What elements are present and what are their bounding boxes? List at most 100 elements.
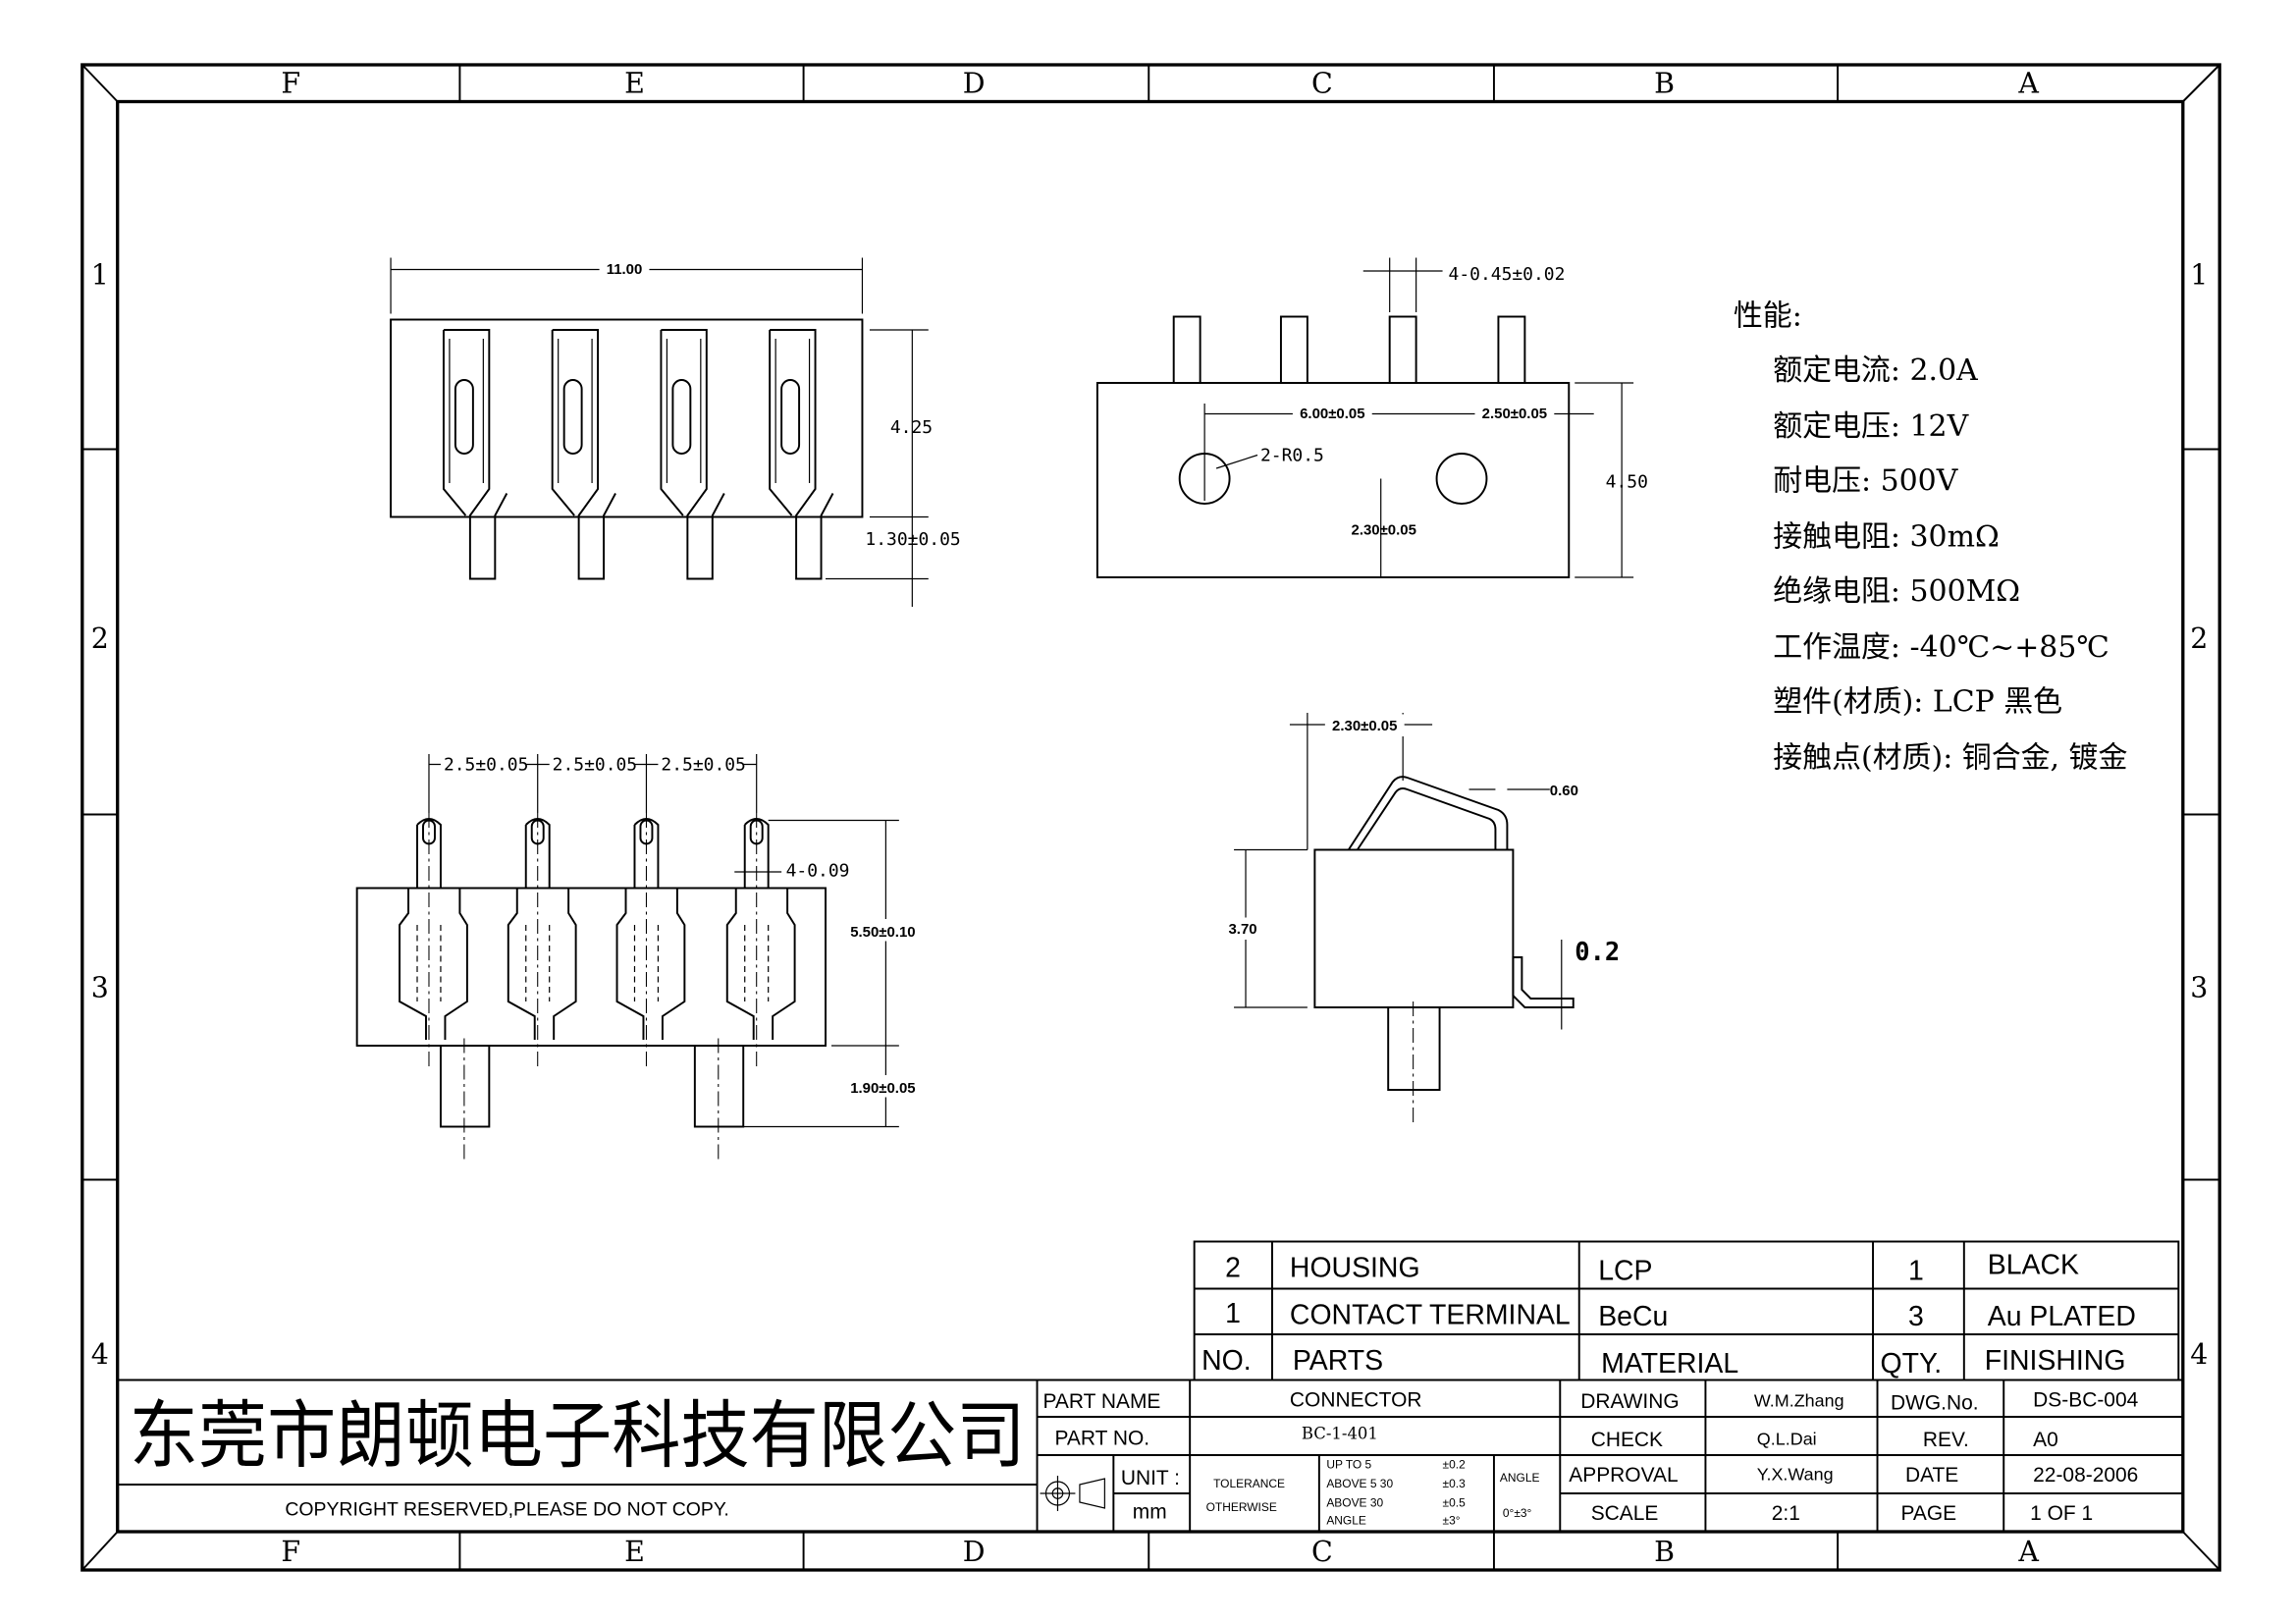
part-name-value: CONNECTOR xyxy=(1290,1388,1422,1411)
part-no-label: PART NO. xyxy=(1054,1427,1149,1449)
approval-label: APPROVAL xyxy=(1569,1464,1678,1487)
dwg-no-label: DWG.No. xyxy=(1891,1391,1979,1414)
bom-row-2-no: 1 xyxy=(1225,1298,1241,1329)
section-plunger xyxy=(399,813,468,1068)
bom-header-material: MATERIAL xyxy=(1601,1348,1738,1380)
otherwise-label: OTHERWISE xyxy=(1206,1500,1277,1514)
bom-header-parts: PARTS xyxy=(1293,1345,1383,1377)
pitch-label-2: 2.5±0.05 xyxy=(553,754,637,775)
side-view: 2.30±0.05 0.60 3.70 0.2 xyxy=(1225,713,1620,1127)
title-block: 东莞市朗顿电子科技有限公司 COPYRIGHT RESERVED,PLEASE … xyxy=(117,1379,2183,1532)
spec-contact-material: 接触点(材质): 铜合金, 镀金 xyxy=(1773,740,2127,775)
side-top-dim-label: 2.30±0.05 xyxy=(1332,718,1397,734)
zone-col-f-top: F xyxy=(281,67,300,99)
zone-col-a-top: A xyxy=(2017,67,2039,99)
side-height-label: 3.70 xyxy=(1228,921,1256,938)
spec-housing-material: 塑件(材质): LCP 黑色 xyxy=(1773,684,2062,719)
page-label: PAGE xyxy=(1900,1502,1956,1525)
spec-contact-resistance: 接触电阻: 30mΩ xyxy=(1773,519,2000,554)
zone-col-b-top: B xyxy=(1654,67,1675,99)
drawing-by: W.M.Zhang xyxy=(1754,1390,1844,1410)
part-no-value: BC-1-401 xyxy=(1302,1424,1378,1442)
tol-up-to-5: UP TO 5 xyxy=(1326,1457,1371,1471)
zone-row-4-right: 4 xyxy=(2190,1338,2208,1371)
rev-label: REV. xyxy=(1923,1429,1969,1451)
company-name: 东莞市朗顿电子科技有限公司 xyxy=(130,1392,1026,1479)
zone-row-3-left: 3 xyxy=(91,971,109,1003)
zone-row-1-left: 1 xyxy=(91,258,109,291)
bom-row-2-part: CONTACT TERMINAL xyxy=(1290,1299,1571,1330)
date-value: 22-08-2006 xyxy=(2033,1464,2138,1487)
tol-angle: ANGLE xyxy=(1326,1513,1366,1527)
bom-row-1-material: LCP xyxy=(1598,1255,1652,1286)
zone-col-a-bottom: A xyxy=(2017,1536,2039,1568)
tol-above-30-value: ±0.5 xyxy=(1443,1495,1467,1509)
drawing-label: DRAWING xyxy=(1580,1390,1679,1413)
spec-withstand-voltage: 耐电压: 500V xyxy=(1773,463,1958,498)
front-contact xyxy=(660,329,725,580)
bom-row-1-part: HOUSING xyxy=(1290,1252,1420,1283)
hole-radius-label: 2-R0.5 xyxy=(1260,445,1324,465)
tol-above-5-value: ±0.3 xyxy=(1443,1477,1467,1490)
approval-by: Y.X.Wang xyxy=(1757,1464,1834,1484)
hole-offset-label: 2.50±0.05 xyxy=(1482,406,1547,422)
zone-row-3-right: 3 xyxy=(2190,971,2208,1003)
front-contact xyxy=(442,329,508,580)
zone-row-2-left: 2 xyxy=(91,622,109,655)
bottom-view: 4-0.45±0.02 6.00±0.05 2.50±0.05 2-R0.5 2… xyxy=(1095,257,1648,578)
zone-col-d-top: D xyxy=(963,67,986,99)
projection-symbol-icon xyxy=(1040,1476,1105,1511)
hole-span-label: 6.00±0.05 xyxy=(1300,406,1364,422)
tol-above-5: ABOVE 5 30 xyxy=(1326,1477,1393,1490)
spec-title: 性能: xyxy=(1734,298,1802,333)
plunger-width-label: 4-0.09 xyxy=(786,860,850,881)
zone-row-4-left: 4 xyxy=(91,1338,109,1371)
scale-value: 2:1 xyxy=(1772,1502,1800,1525)
section-plunger xyxy=(507,813,577,1068)
bom-table: 2 HOUSING LCP 1 BLACK 1 CONTACT TERMINAL… xyxy=(1193,1240,2180,1381)
copyright-notice: COPYRIGHT RESERVED,PLEASE DO NOT COPY. xyxy=(285,1498,728,1520)
pin-width-label: 4-0.45±0.02 xyxy=(1449,264,1566,285)
zone-col-e-bottom: E xyxy=(624,1536,645,1568)
specifications: 性能: 额定电流: 2.0A 额定电压: 12V 耐电压: 500V 接触电阻:… xyxy=(1734,298,2128,775)
zone-col-c-bottom: C xyxy=(1311,1536,1333,1568)
unit-value: mm xyxy=(1133,1500,1167,1523)
front-contact xyxy=(769,329,834,580)
zone-col-d-bottom: D xyxy=(963,1536,986,1568)
page-value: 1 OF 1 xyxy=(2030,1502,2093,1525)
tol-up-to-5-value: ±0.2 xyxy=(1443,1457,1467,1471)
bom-header-no: NO. xyxy=(1201,1345,1252,1377)
rev-value: A0 xyxy=(2033,1429,2058,1451)
date-label: DATE xyxy=(1905,1464,1958,1487)
angle-value: 0°±3° xyxy=(1503,1506,1532,1520)
bom-header-qty: QTY. xyxy=(1881,1348,1943,1380)
spec-operating-temperature: 工作温度: -40℃~+85℃ xyxy=(1773,630,2109,665)
body-height-label: 4.50 xyxy=(1606,471,1648,492)
spec-insulation-resistance: 绝缘电阻: 500MΩ xyxy=(1773,574,2020,609)
zone-col-f-bottom: F xyxy=(281,1536,300,1568)
tol-angle-value: ±3° xyxy=(1443,1513,1461,1527)
spec-rated-current: 额定电流: 2.0A xyxy=(1773,353,1978,388)
tail-length-label: 1.90±0.05 xyxy=(850,1080,915,1097)
zone-row-2-right: 2 xyxy=(2190,622,2208,655)
front-view: 11.00 4.25 1.30±0.05 xyxy=(390,256,961,607)
dwg-no-value: DS-BC-004 xyxy=(2033,1388,2138,1411)
bom-row-2-qty: 3 xyxy=(1908,1301,1924,1332)
check-by: Q.L.Dai xyxy=(1757,1429,1817,1448)
bom-row-2-finishing: Au PLATED xyxy=(1988,1301,2136,1332)
bom-row-1-finishing: BLACK xyxy=(1988,1249,2079,1280)
tolerance-label: TOLERANCE xyxy=(1213,1477,1285,1490)
section-height-label: 5.50±0.10 xyxy=(850,924,915,941)
tol-above-30: ABOVE 30 xyxy=(1326,1495,1383,1509)
bom-row-1-qty: 1 xyxy=(1908,1255,1924,1286)
hole-vertical-label: 2.30±0.05 xyxy=(1351,521,1415,538)
zone-row-1-right: 1 xyxy=(2190,258,2208,291)
front-width-label: 11.00 xyxy=(607,261,643,278)
bom-row-2-material: BeCu xyxy=(1598,1301,1668,1332)
check-label: CHECK xyxy=(1591,1429,1663,1451)
front-height-label: 4.25 xyxy=(890,417,933,438)
section-view: 2.5±0.05 2.5±0.05 2.5±0.05 4-0.09 5.50±0… xyxy=(355,752,926,1163)
scale-label: SCALE xyxy=(1591,1502,1659,1525)
zone-col-b-bottom: B xyxy=(1654,1536,1675,1568)
